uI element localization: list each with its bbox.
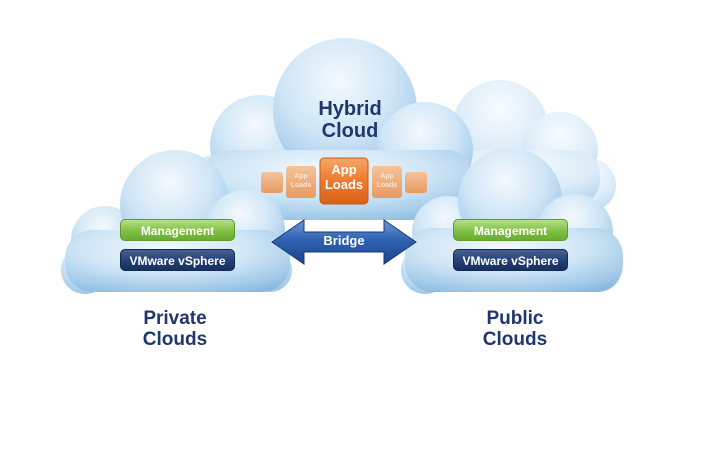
hybrid-title-line2: Cloud <box>321 119 379 142</box>
public-clouds-caption: Public Clouds <box>455 308 575 350</box>
app-block-faint-left <box>261 172 283 193</box>
bridge-label: Bridge <box>323 233 365 248</box>
private-vsphere-pill: VMware vSphere <box>120 249 235 271</box>
private-caption-line1: Private <box>143 308 207 329</box>
app-small-right-line2: Loads <box>376 182 398 189</box>
app-loads-line1: App <box>331 162 357 177</box>
app-loads-small-left: App Loads <box>286 172 316 190</box>
public-caption-line2: Clouds <box>482 328 548 350</box>
private-management-pill: Management <box>120 219 235 241</box>
app-loads-line2: Loads <box>324 177 364 192</box>
bridge-arrow <box>271 219 417 265</box>
app-loads-small-right: App Loads <box>372 172 402 190</box>
app-loads-label: App Loads <box>320 162 368 192</box>
app-small-right-line1: App <box>380 173 394 180</box>
app-small-left-line1: App <box>294 173 308 180</box>
public-vsphere-pill: VMware vSphere <box>453 249 568 271</box>
app-block-left <box>286 166 316 198</box>
app-block-right <box>372 166 402 198</box>
app-loads-block <box>319 157 369 205</box>
app-small-left-line2: Loads <box>290 182 312 189</box>
public-caption-line1: Public <box>486 308 544 329</box>
private-caption-line2: Clouds <box>142 328 208 350</box>
private-clouds-caption: Private Clouds <box>115 308 235 350</box>
public-management-pill: Management <box>453 219 568 241</box>
hybrid-title-line1: Hybrid <box>318 98 382 120</box>
hybrid-cloud-title: Hybrid Cloud <box>300 98 400 142</box>
app-block-faint-right <box>405 172 427 193</box>
